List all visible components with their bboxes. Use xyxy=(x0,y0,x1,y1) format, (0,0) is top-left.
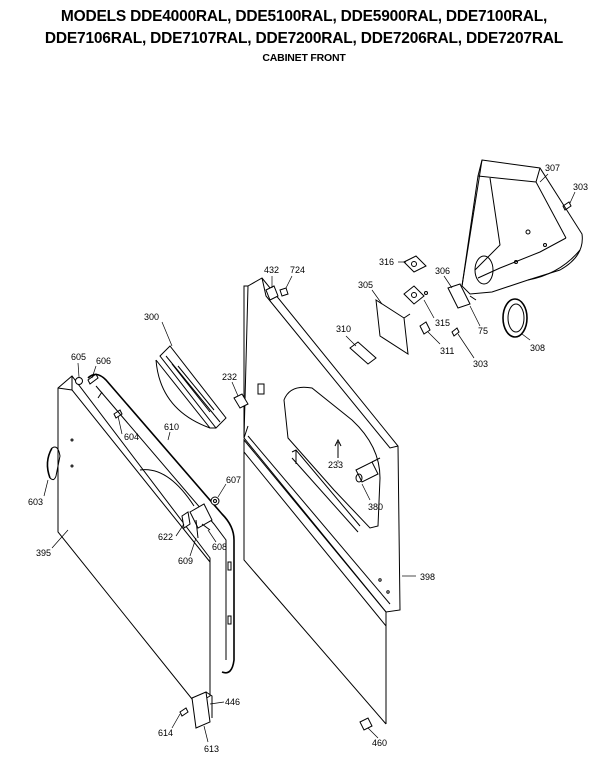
models-title-line-2: DDE7106RAL, DDE7107RAL, DDE7200RAL, DDE7… xyxy=(44,30,564,47)
arrow-233 xyxy=(334,438,342,458)
seal-ring-308 xyxy=(502,298,528,338)
callout-460: 460 xyxy=(372,738,387,748)
screw-303-lower xyxy=(451,327,460,337)
door-handle-603 xyxy=(46,446,61,481)
callout-316: 316 xyxy=(379,257,394,267)
screw-604 xyxy=(113,409,123,419)
callout-398: 398 xyxy=(420,572,435,582)
leader-lines xyxy=(43,173,576,743)
callout-311: 311 xyxy=(440,346,454,356)
callout-432: 432 xyxy=(264,265,279,275)
bracket-316 xyxy=(403,255,427,273)
callout-308: 308 xyxy=(530,343,545,353)
nut-607 xyxy=(210,496,220,506)
screw-606 xyxy=(87,373,99,385)
hinge-608-609 xyxy=(189,503,213,539)
screw-460 xyxy=(359,717,373,731)
callout-305: 305 xyxy=(358,280,373,290)
callout-605: 605 xyxy=(71,352,86,362)
callout-380: 380 xyxy=(368,502,383,512)
callout-395: 395 xyxy=(36,548,51,558)
callout-603: 603 xyxy=(28,497,43,507)
callout-233: 233 xyxy=(328,460,343,470)
lint-housing-300 xyxy=(155,345,227,429)
rear-duct-307 xyxy=(461,159,583,295)
clip-232 xyxy=(233,393,249,409)
callout-613: 613 xyxy=(204,744,219,754)
callout-609: 609 xyxy=(178,556,193,566)
callout-607: 607 xyxy=(226,475,241,485)
callout-232: 232 xyxy=(222,372,237,382)
door-switch-380 xyxy=(355,457,381,483)
callout-75: 75 xyxy=(478,326,488,336)
clip-311 xyxy=(419,321,431,335)
callout-303-upper: 303 xyxy=(573,182,588,192)
callout-labels: 307 303 316 306 305 315 75 308 311 303 3… xyxy=(28,163,588,754)
callout-307: 307 xyxy=(545,163,560,173)
callout-303-lower: 303 xyxy=(473,359,488,369)
callout-446: 446 xyxy=(225,697,240,707)
bracket-315 xyxy=(403,285,428,305)
callout-724: 724 xyxy=(290,265,305,275)
lower-hinge-446 xyxy=(191,691,213,729)
screw-724 xyxy=(279,287,289,297)
hinge-605 xyxy=(75,377,83,385)
cabinet-front-panel-398 xyxy=(243,277,401,725)
callout-608: 608 xyxy=(212,542,227,552)
section-subtitle: CABINET FRONT xyxy=(262,52,346,64)
callout-306: 306 xyxy=(435,266,450,276)
switch-306 xyxy=(447,283,477,309)
clip-310 xyxy=(349,341,377,365)
callout-315: 315 xyxy=(435,318,450,328)
callout-614: 614 xyxy=(158,728,173,738)
screw-614 xyxy=(179,707,189,717)
callout-604: 604 xyxy=(124,432,139,442)
door-inner-frame-610 xyxy=(87,373,235,674)
screw-303-upper xyxy=(562,201,572,211)
callout-310: 310 xyxy=(336,324,351,334)
plate-305 xyxy=(375,299,411,355)
door-outer-panel-395 xyxy=(57,375,211,705)
callout-606: 606 xyxy=(96,356,111,366)
callout-300: 300 xyxy=(144,312,159,322)
screw-432 xyxy=(265,285,279,301)
callout-622: 622 xyxy=(158,532,173,542)
models-title-line-1: MODELS DDE4000RAL, DDE5100RAL, DDE5900RA… xyxy=(60,8,548,25)
callout-610: 610 xyxy=(164,422,179,432)
